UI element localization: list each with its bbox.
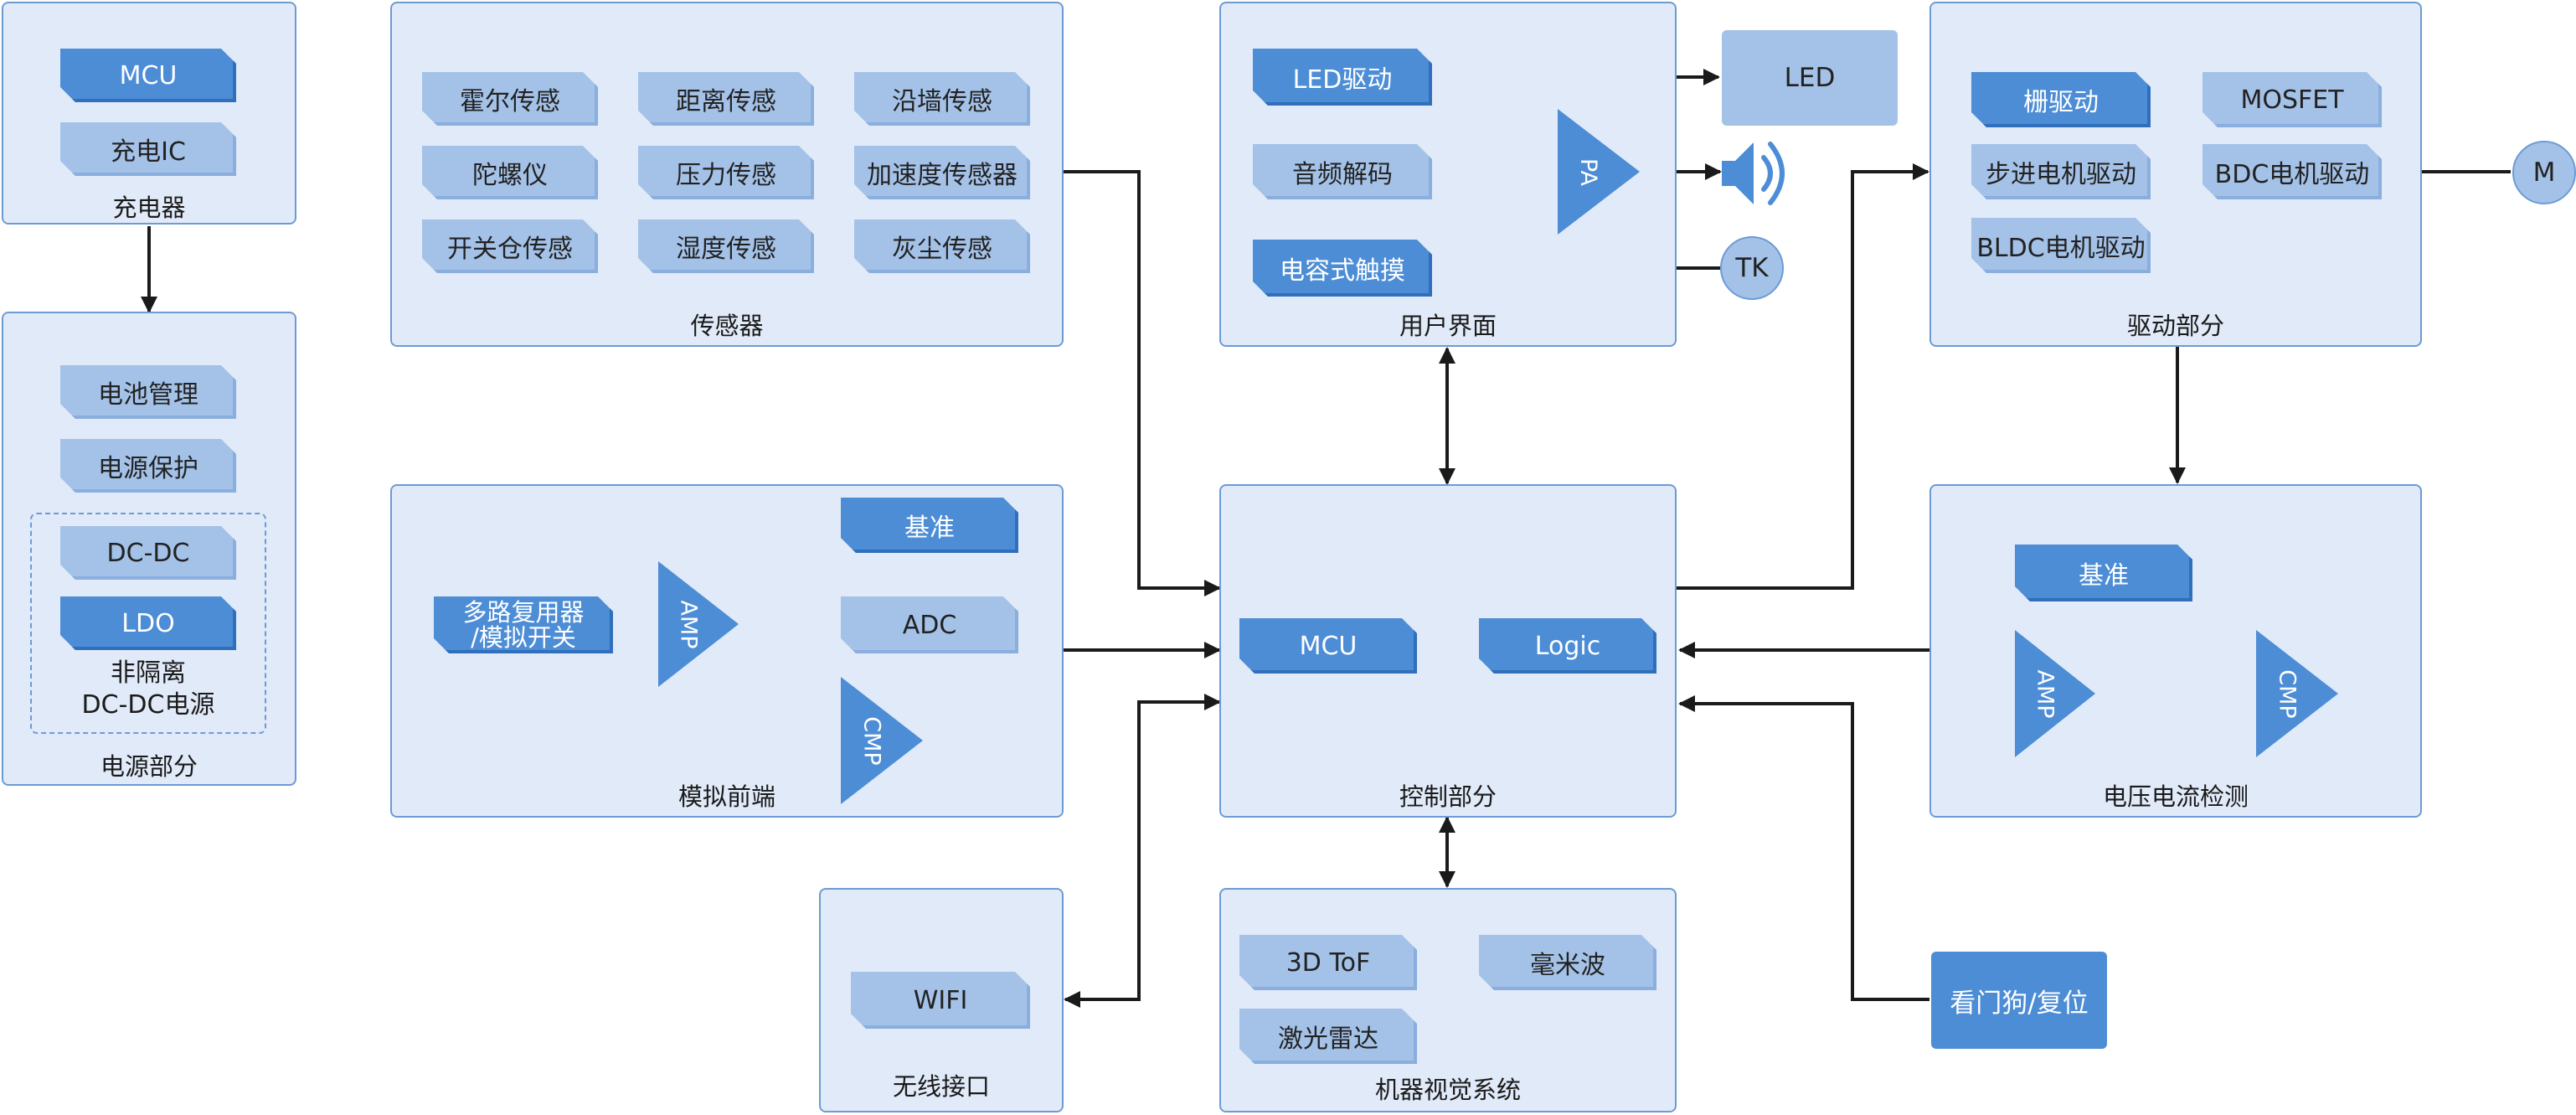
detect-amp: AMP — [2015, 630, 2095, 757]
mux-label: 多路复用器 — [462, 598, 585, 627]
mux-label-line2: /模拟开关 — [471, 623, 576, 652]
sensor-item: 加速度传感器 — [854, 146, 1030, 199]
charge-ic-chip: 充电IC — [60, 122, 236, 176]
wifi-chip: WIFI — [851, 972, 1030, 1029]
motor-circle: M — [2512, 141, 2576, 204]
detect-ref-chip: 基准 — [2015, 545, 2192, 601]
charger-title: 充电器 — [112, 194, 186, 222]
watchdog-box: 看门狗/复位 — [1931, 952, 2107, 1049]
analog-title: 模拟前端 — [677, 782, 775, 811]
sensor-item: 陀螺仪 — [422, 146, 598, 199]
sensor-item: 开关仓传感 — [422, 219, 598, 273]
line-control-to-drive — [1677, 163, 1929, 590]
line-watchdog-to-control — [1678, 695, 1929, 1001]
pa-label: PA — [1575, 157, 1602, 186]
battery-mgmt-chip: 电池管理 — [60, 365, 236, 419]
vision-panel — [1219, 888, 1677, 1112]
line-sensors-to-control — [1062, 170, 1221, 596]
detect-amp-label: AMP — [2032, 668, 2058, 719]
charger-mcu-chip: MCU — [60, 49, 236, 102]
vi-detect-title: 电压电流检测 — [2102, 782, 2249, 811]
detect-cmp: CMP — [2256, 630, 2338, 757]
cap-touch-chip: 电容式触摸 — [1253, 240, 1432, 297]
ui-title: 用户界面 — [1399, 312, 1497, 340]
lidar-chip: 激光雷达 — [1239, 1009, 1417, 1064]
led-box: LED — [1722, 30, 1898, 126]
led-drive-chip: LED驱动 — [1253, 49, 1432, 106]
mosfet-chip: MOSFET — [2202, 72, 2382, 127]
sensor-item: 湿度传感 — [638, 219, 814, 273]
bdc-drive-chip: BDC电机驱动 — [2202, 144, 2382, 199]
logic-chip: Logic — [1479, 618, 1656, 674]
mux-chip: 多路复用器 /模拟开关 — [434, 596, 613, 653]
power-protect-chip: 电源保护 — [60, 439, 236, 493]
drive-title: 驱动部分 — [2126, 312, 2224, 340]
nonisolated-label: 非隔离 — [111, 658, 186, 688]
pa-amplifier: PA — [1558, 109, 1640, 235]
detect-cmp-label: CMP — [2274, 668, 2300, 719]
afe-ref-chip: 基准 — [841, 498, 1018, 553]
tk-circle: TK — [1720, 236, 1784, 300]
tof-chip: 3D ToF — [1239, 935, 1417, 990]
gate-drive-chip: 栅驱动 — [1971, 72, 2151, 127]
afe-amp-label: AMP — [675, 599, 702, 649]
control-mcu-chip: MCU — [1239, 618, 1417, 674]
stepper-drive-chip: 步进电机驱动 — [1971, 144, 2151, 199]
sensor-item: 灰尘传感 — [854, 219, 1030, 273]
sensor-item: 霍尔传感 — [422, 72, 598, 126]
speaker-icon — [1722, 142, 1785, 205]
vi-detect-panel — [1929, 484, 2422, 818]
audio-decode-chip: 音频解码 — [1253, 144, 1432, 199]
adc-chip: ADC — [841, 596, 1018, 653]
line-control-wifi — [1064, 694, 1221, 1008]
charger-panel — [2, 2, 296, 225]
wireless-title: 无线接口 — [892, 1072, 990, 1101]
ldo-chip: LDO — [60, 596, 236, 650]
mmwave-chip: 毫米波 — [1479, 935, 1656, 990]
afe-amp: AMP — [658, 561, 739, 687]
sensor-item: 压力传感 — [638, 146, 814, 199]
afe-cmp: CMP — [841, 677, 923, 804]
sensor-item: 沿墙传感 — [854, 72, 1030, 126]
control-title: 控制部分 — [1399, 782, 1497, 811]
afe-cmp-label: CMP — [858, 715, 885, 766]
dcdc-chip: DC-DC — [60, 526, 236, 580]
sensor-item: 距离传感 — [638, 72, 814, 126]
sensors-title: 传感器 — [690, 312, 764, 340]
vision-title: 机器视觉系统 — [1374, 1076, 1521, 1104]
nonisolated-label-line2: DC-DC电源 — [81, 690, 215, 720]
power-title: 电源部分 — [100, 752, 198, 781]
bldc-drive-chip: BLDC电机驱动 — [1971, 218, 2151, 273]
